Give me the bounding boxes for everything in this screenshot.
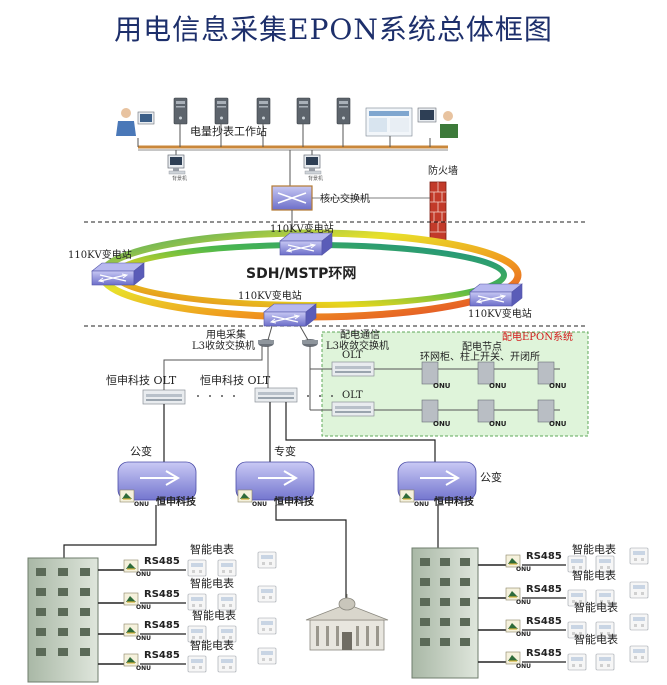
- l3-dist-label-2: L3收敛交换机: [326, 341, 390, 352]
- dist-onu-1: ONU: [433, 382, 451, 390]
- server-tower-icons: [173, 97, 351, 147]
- dist-onu-4: ONU: [433, 420, 451, 428]
- monitor-screen-icon: [365, 107, 413, 147]
- olt-mid-label: 恒申科技 OLT: [200, 374, 271, 387]
- station-top-switch: [279, 232, 333, 256]
- dist-onu-2: ONU: [489, 382, 507, 390]
- transformer-2-brand: 恒申科技: [274, 497, 314, 508]
- firewall-label: 防火墙: [428, 166, 458, 177]
- dist-onu-3: ONU: [549, 382, 567, 390]
- backup-computer-right: [303, 150, 322, 175]
- olt-left-unit: [142, 389, 186, 405]
- core-switch-label: 核心交换机: [320, 194, 370, 205]
- transformer-1-brand: 恒申科技: [156, 497, 196, 508]
- transformer-1-onu: ONU: [134, 501, 149, 508]
- left-onu-2: ONU: [136, 604, 151, 611]
- right-meter-links: [478, 554, 566, 665]
- transformer-2-onu: ONU: [252, 501, 267, 508]
- station-top-label: 110KV变电站: [270, 224, 334, 235]
- left-rs485-4: RS485: [144, 650, 180, 661]
- backup-left-label: 背景机: [172, 176, 188, 182]
- building-right: [411, 547, 479, 679]
- dist-onu-5: ONU: [489, 420, 507, 428]
- dist-onu-nodes: [421, 361, 555, 423]
- l3-use-label-2: L3收敛交换机: [192, 341, 256, 352]
- backup-right-label: 背景机: [308, 176, 324, 182]
- left-rs485-2: RS485: [144, 589, 180, 600]
- backup-computer-left: [167, 150, 186, 175]
- civic-building-icon: [305, 594, 389, 651]
- l3-router-left: [258, 325, 274, 347]
- olt-left-label: 恒申科技 OLT: [106, 374, 177, 387]
- right-meter-label-1: 智能电表: [572, 543, 616, 556]
- right-onu-3: ONU: [516, 631, 531, 638]
- left-meter-label-1: 智能电表: [190, 543, 234, 556]
- station-left-label: 110KV变电站: [68, 250, 132, 261]
- dist-olt-label-2: OLT: [342, 390, 363, 401]
- transformer-3-brand: 恒申科技: [434, 497, 474, 508]
- dist-system-title: 配电EPON系统: [502, 332, 573, 343]
- transformer-3-onu: ONU: [414, 501, 429, 508]
- transformer-cloud-1: [117, 461, 197, 503]
- right-onu-1: ONU: [516, 566, 531, 573]
- transformer-cloud-2: [235, 461, 315, 503]
- station-center-label: 110KV变电站: [238, 291, 302, 302]
- building-left: [27, 557, 99, 683]
- left-meter-links: [98, 559, 186, 667]
- transformer-3-name: 公变: [480, 471, 502, 484]
- left-rs485-3: RS485: [144, 620, 180, 631]
- transformer-cloud-3: [397, 461, 477, 503]
- dist-node-label-2: 环网柜、柱上开关、开闭所: [420, 352, 540, 363]
- left-onu-3: ONU: [136, 635, 151, 642]
- page-title: 用电信息采集EPON系统总体框图: [114, 13, 553, 46]
- transformer-2-name: 专变: [274, 445, 296, 458]
- workstation-label: 电量抄表工作站: [190, 125, 267, 138]
- right-meter-label-4: 智能电表: [574, 633, 618, 646]
- station-right-label: 110KV变电站: [468, 309, 532, 320]
- l3-use-label-1: 用电采集: [206, 330, 246, 341]
- left-meter-label-3: 智能电表: [192, 609, 236, 622]
- right-meter-label-3: 智能电表: [574, 601, 618, 614]
- olt-mid-unit: [254, 387, 298, 403]
- left-meter-label-4: 智能电表: [190, 639, 234, 652]
- right-rs485-4: RS485: [526, 648, 562, 659]
- right-rs485-2: RS485: [526, 584, 562, 595]
- left-onu-4: ONU: [136, 665, 151, 672]
- right-onu-4: ONU: [516, 663, 531, 670]
- operator-right-icon: [417, 107, 458, 147]
- right-rs485-1: RS485: [526, 551, 562, 562]
- right-onu-2: ONU: [516, 599, 531, 606]
- dist-olt-label-1: OLT: [342, 350, 363, 361]
- station-left-switch: [91, 262, 145, 286]
- station-center-switch: [263, 303, 317, 327]
- transformer-1-name: 公变: [130, 445, 152, 458]
- right-rs485-3: RS485: [526, 616, 562, 627]
- left-rs485-1: RS485: [144, 556, 180, 567]
- downlinks: [63, 505, 439, 598]
- ring-name: SDH/MSTP环网: [246, 266, 357, 282]
- dist-olt-units: [309, 346, 560, 417]
- left-meter-label-2: 智能电表: [190, 577, 234, 590]
- dist-node-label-1: 配电节点: [462, 342, 502, 353]
- l3-dist-label-1: 配电通信: [340, 330, 380, 341]
- uplinks: [163, 346, 436, 462]
- operator-icon: [116, 108, 155, 147]
- l3-router-right: [299, 325, 318, 347]
- left-onu-1: ONU: [136, 571, 151, 578]
- station-right-switch: [469, 283, 523, 307]
- dist-onu-6: ONU: [549, 420, 567, 428]
- workstation-bus: [138, 145, 448, 151]
- right-meter-label-2: 智能电表: [572, 569, 616, 582]
